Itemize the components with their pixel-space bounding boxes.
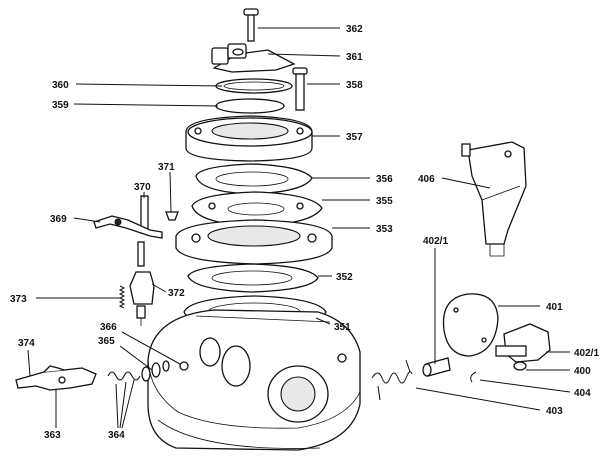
part-361-cover	[211, 43, 296, 73]
callout-374: 374	[18, 338, 35, 349]
callout-406: 406	[418, 174, 435, 185]
part-352-gasket	[187, 263, 319, 293]
part-406-bracket	[461, 141, 527, 257]
part-360-gasket	[215, 78, 293, 94]
part-356-gasket	[195, 163, 313, 195]
callout-371: 371	[158, 162, 175, 173]
callout-labels: 362 361 360 358 359 357 371 370 356 406 …	[10, 24, 599, 441]
callout-356: 356	[376, 174, 393, 185]
callout-361: 361	[346, 52, 363, 63]
callout-365: 365	[98, 336, 115, 347]
callout-403: 403	[546, 406, 563, 417]
part-403-spring	[371, 359, 413, 401]
callout-373: 373	[10, 294, 27, 305]
callout-351: 351	[334, 322, 351, 333]
part-374-363-throttle-lever	[15, 365, 97, 391]
callout-363: 363	[44, 430, 61, 441]
callout-362: 362	[346, 24, 363, 35]
part-401-plate	[442, 293, 499, 357]
callout-353: 353	[376, 224, 393, 235]
callout-404: 404	[574, 388, 591, 399]
callout-355: 355	[376, 196, 393, 207]
part-400-choke	[495, 323, 551, 371]
callout-372: 372	[168, 288, 185, 299]
callout-402-1-right: 402/1	[574, 348, 599, 359]
carburetor-body	[147, 309, 361, 451]
callout-364: 364	[108, 430, 125, 441]
part-404-clip	[470, 371, 477, 383]
part-371-screw	[165, 211, 179, 221]
callout-359: 359	[52, 100, 69, 111]
callout-352: 352	[336, 272, 353, 283]
callout-400: 400	[574, 366, 591, 377]
part-364-365-springs	[107, 360, 170, 382]
callout-358: 358	[346, 80, 363, 91]
callout-360: 360	[52, 80, 69, 91]
part-359-diaphragm	[215, 98, 285, 114]
callout-402-1-top: 402/1	[423, 236, 448, 247]
part-369-lever	[93, 215, 163, 239]
callout-370: 370	[134, 182, 151, 193]
part-362-screw	[243, 8, 259, 42]
part-402-1-valve	[422, 357, 451, 377]
leader-lines	[27, 27, 571, 429]
callout-366: 366	[100, 322, 117, 333]
part-372-needle-assembly	[129, 241, 155, 326]
part-353-metering-body	[175, 219, 333, 265]
part-373-spring	[118, 285, 126, 309]
part-358-screw	[292, 67, 308, 111]
callout-401: 401	[546, 302, 563, 313]
part-370-pin	[140, 195, 149, 231]
callout-357: 357	[346, 132, 363, 143]
callout-369: 369	[50, 214, 67, 225]
part-357-pump-body	[185, 115, 313, 162]
